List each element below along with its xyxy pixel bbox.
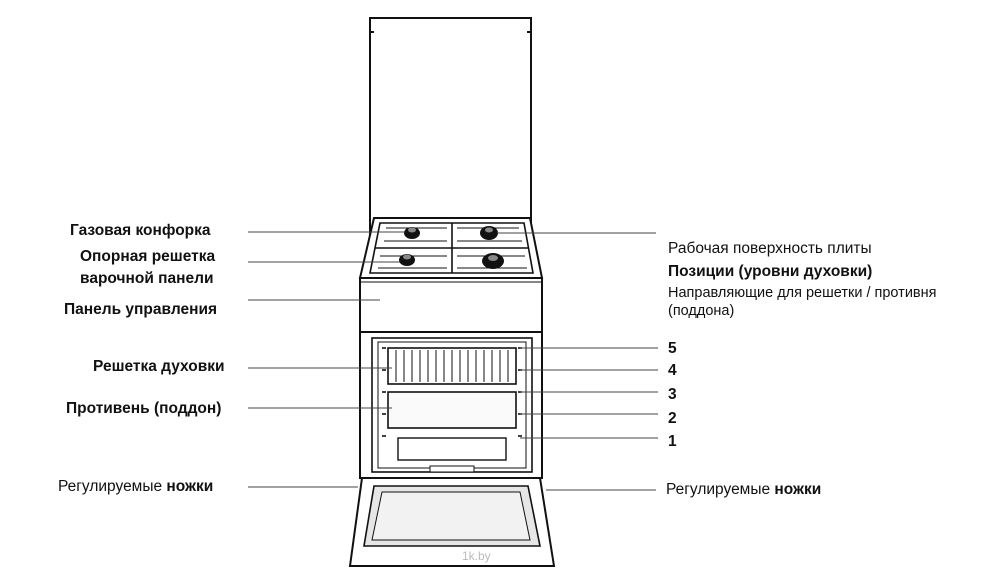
label-oven-rack: Решетка духовки [93, 358, 225, 375]
label-feet-right-prefix: Регулируемые [666, 481, 771, 498]
label-guides-line1: Направляющие для решетки / противня [668, 285, 937, 301]
label-control-panel: Панель управления [64, 301, 218, 318]
level-2: 2 [668, 410, 677, 427]
watermark: 1k.by [462, 549, 491, 563]
label-feet-right: Регулируемые ножки [666, 481, 821, 499]
label-feet-left-prefix: Регулируемые [58, 478, 163, 495]
cooktop-lid [369, 17, 532, 251]
level-1: 1 [668, 433, 677, 450]
label-baking-tray: Противень (поддон) [66, 400, 222, 417]
label-feet-left-bold: ножки [166, 478, 214, 495]
label-feet-right-bold: ножки [774, 481, 822, 498]
label-gas-burner: Газовая конфорка [70, 222, 211, 239]
label-positions: Позиции (уровни духовки) [668, 263, 873, 280]
level-3: 3 [668, 386, 677, 403]
level-5: 5 [668, 340, 677, 357]
oven-door [348, 477, 556, 567]
burners [399, 226, 504, 269]
oven-body [359, 331, 543, 479]
control-panel [359, 277, 543, 333]
label-support-grid-line2: варочной панели [80, 270, 214, 287]
leader-lines [248, 231, 658, 491]
label-support-grid-line1: Опорная решетка [80, 248, 216, 265]
level-4: 4 [668, 362, 677, 379]
label-feet-left: Регулируемые ножки [58, 478, 213, 496]
label-work-surface: Рабочая поверхность плиты [668, 240, 872, 257]
label-guides-line2: (поддона) [668, 303, 735, 319]
work-surface [358, 217, 544, 279]
